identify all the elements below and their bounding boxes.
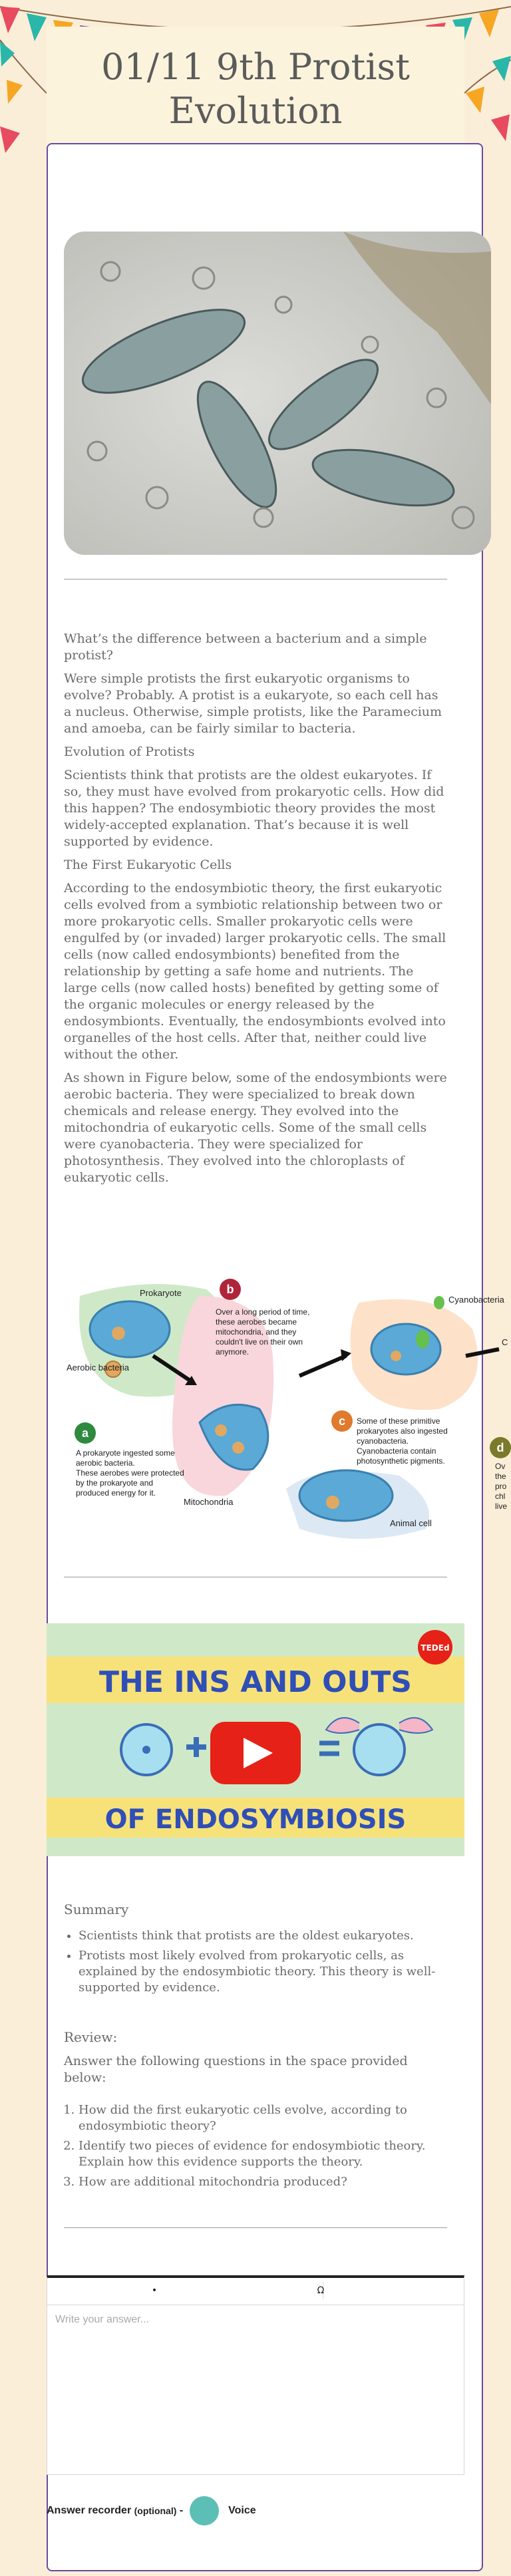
paramecium-image	[64, 232, 491, 555]
video-thumbnail: THE INS AND OUTS OF ENDOSYMBIOSIS TEDEd	[47, 1623, 464, 1856]
step-a-line-1: A prokaryote ingested some	[76, 1448, 175, 1458]
step-b-line-3: mitochondria, and they	[216, 1327, 296, 1337]
ted-ed-badge: TEDEd	[421, 1643, 449, 1653]
step-b-line-5: anymore.	[216, 1347, 249, 1357]
voice-record-button[interactable]	[190, 2496, 220, 2525]
step-b-line-2: these aerobes became	[216, 1317, 297, 1327]
voice-label: Voice	[228, 2505, 256, 2516]
step-d-line-1: Ov	[495, 1462, 505, 1471]
video-title-line-2: OF ENDOSYMBIOSIS	[105, 1804, 407, 1835]
ted-ed-logo	[418, 1630, 452, 1665]
section-heading-evolution: Evolution of Protists	[64, 744, 195, 759]
label-c-cutoff: C	[502, 1337, 508, 1347]
step-a-line-2: aerobic bacteria.	[76, 1458, 135, 1468]
intro-question: What’s the difference between a bacteriu…	[64, 631, 427, 663]
recorder-label: Answer recorder	[47, 2505, 132, 2516]
first-cells-paragraph-2: As shown in Figure below, some of the en…	[64, 1070, 447, 1185]
header-panel	[47, 27, 464, 146]
answer-recorder: Answer recorder (optional) - Voice	[47, 2496, 256, 2525]
step-b-badge: b	[227, 1283, 234, 1296]
step-b-line-1: Over a long period of time,	[216, 1307, 309, 1317]
label-animal-cell: Animal cell	[390, 1518, 432, 1528]
step-d-line-3: pro	[495, 1482, 507, 1491]
intro-text: What’s the difference between a bacteriu…	[64, 631, 447, 1193]
question-item: How did the first eukaryotic cells evolv…	[79, 2102, 462, 2134]
step-c-line-4: Cyanobacteria contain	[357, 1446, 436, 1456]
video-title-line-1: THE INS AND OUTS	[99, 1665, 412, 1699]
step-c-badge: c	[339, 1414, 345, 1428]
first-cells-paragraph-1: According to the endosymbiotic theory, t…	[64, 881, 446, 1062]
step-a-line-5: produced energy for it.	[76, 1488, 156, 1498]
intro-paragraph: Were simple protists the first eukaryoti…	[64, 671, 442, 736]
step-d-badge: d	[497, 1441, 504, 1454]
step-b-line-4: couldn't live on their own	[216, 1337, 303, 1347]
bullet-list-button[interactable]: •	[151, 2285, 158, 2296]
step-d-line-4: chl	[495, 1492, 505, 1501]
question-item: How are additional mitochondria produced…	[79, 2174, 462, 2190]
question-item: Identify two pieces of evidence for endo…	[79, 2138, 462, 2170]
editor-toolbar: • Ω	[47, 2278, 464, 2305]
play-icon	[244, 1738, 273, 1768]
review-heading: Review:	[64, 2029, 118, 2045]
step-a-line-3: These aerobes were protected	[76, 1468, 184, 1478]
summary-list: Scientists think that protists are the o…	[64, 1928, 462, 2000]
step-a-badge: a	[82, 1426, 89, 1440]
step-c-line-5: photosynthetic pigments.	[357, 1456, 445, 1466]
answer-editor: • Ω	[47, 2275, 464, 2475]
summary-heading: Summary	[64, 1901, 129, 1917]
page-title: 01/11 9th Protist Evolution	[101, 46, 410, 132]
step-c-line-1: Some of these primitive	[357, 1416, 440, 1426]
step-c-line-3: cyanobacteria.	[357, 1436, 409, 1446]
step-a-line-4: by the prokaryote and	[76, 1478, 153, 1488]
summary-item: Protists most likely evolved from prokar…	[79, 1948, 462, 1996]
label-prokaryote: Prokaryote	[140, 1288, 182, 1298]
recorder-dash: -	[179, 2505, 184, 2516]
step-d-line-2: the	[495, 1472, 506, 1481]
step-c-line-2: prokaryotes also ingested	[357, 1426, 448, 1436]
evolution-paragraph: Scientists think that protists are the o…	[64, 768, 444, 849]
special-character-button[interactable]: Ω	[317, 2285, 325, 2296]
endosymbiosis-diagram: Prokaryote Aerobic bacteria Mitochondria…	[67, 1279, 511, 1539]
label-aerobic-bacteria: Aerobic bacteria	[67, 1363, 130, 1372]
label-mitochondria: Mitochondria	[184, 1497, 234, 1507]
video-player[interactable]: THE INS AND OUTS OF ENDOSYMBIOSIS TEDEd	[47, 1623, 464, 1856]
recorder-optional: (optional)	[134, 2505, 177, 2516]
divider	[64, 2227, 447, 2228]
section-heading-first-cells: The First Eukaryotic Cells	[64, 858, 232, 872]
review-questions: How did the first eukaryotic cells evolv…	[64, 2102, 462, 2194]
answer-textarea[interactable]	[54, 2313, 456, 2468]
review-intro: Answer the following questions in the sp…	[64, 2054, 408, 2085]
label-cyanobacteria: Cyanobacteria	[448, 1295, 505, 1305]
summary-item: Scientists think that protists are the o…	[79, 1928, 462, 1944]
step-d-line-5: live	[495, 1502, 507, 1511]
